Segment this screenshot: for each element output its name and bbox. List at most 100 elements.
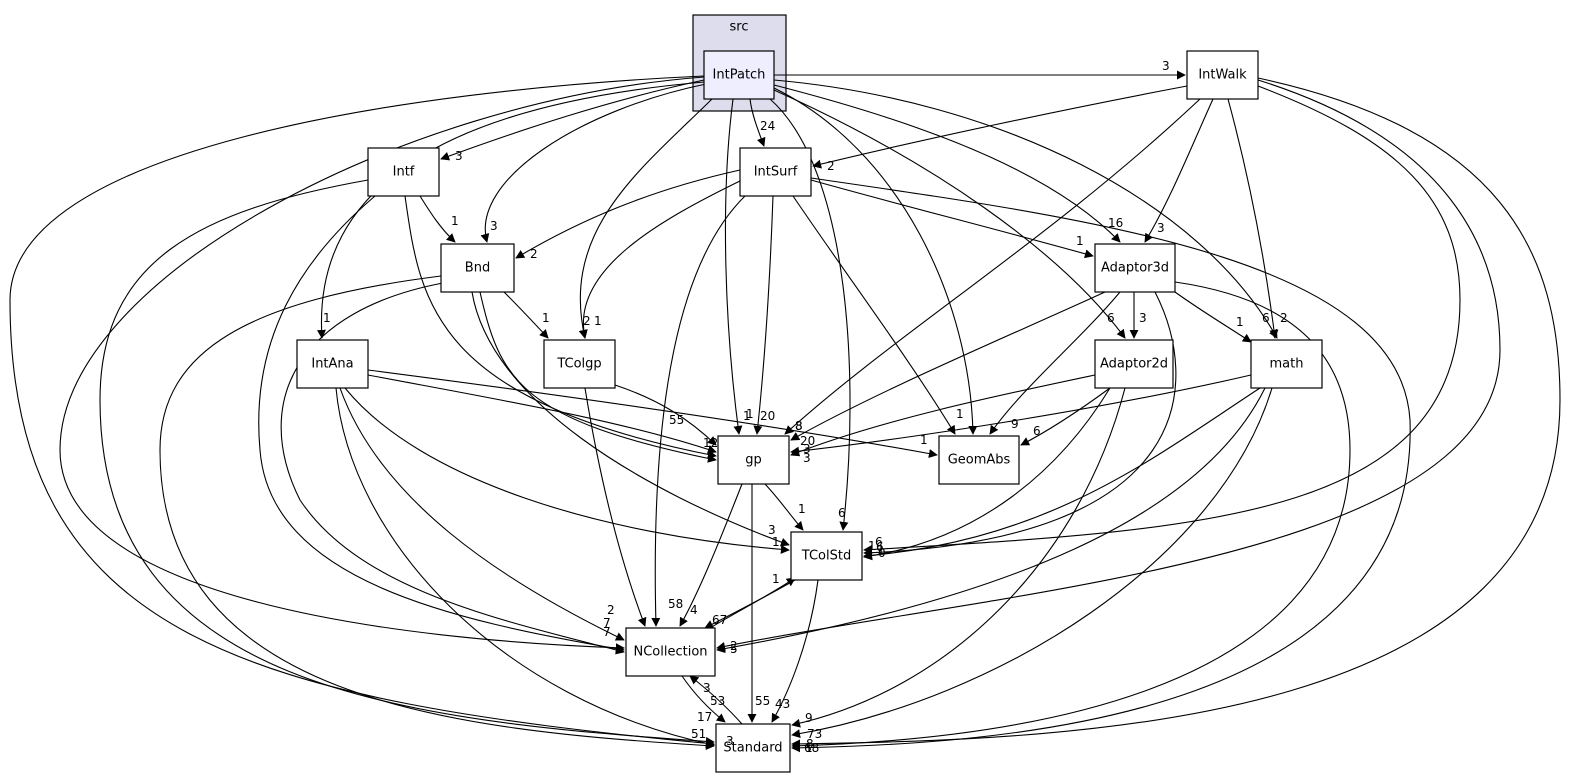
node-label[interactable]: Adaptor3d: [1101, 261, 1169, 276]
cluster-label: src: [730, 20, 749, 35]
node-box[interactable]: [543, 339, 616, 389]
node-intwalk[interactable]: IntWalk: [1186, 50, 1259, 100]
node-tcolgp[interactable]: TColgp: [543, 339, 616, 389]
node-adaptor2d[interactable]: Adaptor2d: [1094, 339, 1174, 389]
edge-weight-label[interactable]: 3: [1157, 221, 1165, 235]
edge-weight-label[interactable]: 3: [1162, 59, 1170, 73]
node-box[interactable]: [1250, 339, 1323, 389]
node-label[interactable]: math: [1270, 357, 1304, 372]
node-label[interactable]: IntWalk: [1198, 68, 1247, 83]
node-geomabs[interactable]: GeomAbs: [938, 435, 1020, 485]
node-tcolstd[interactable]: TColStd: [790, 531, 863, 581]
edge-weight-label[interactable]: 58: [668, 597, 683, 611]
node-box[interactable]: [440, 243, 515, 293]
edge-weight-label: 8: [806, 737, 814, 751]
node-label[interactable]: gp: [745, 453, 762, 468]
edge-intana-to-gp: [367, 374, 717, 454]
node-bnd[interactable]: Bnd: [440, 243, 515, 293]
edge-weight-label: 17: [697, 710, 712, 724]
edge-weight-label[interactable]: 1: [451, 214, 459, 228]
node-label[interactable]: Intf: [393, 165, 415, 180]
node-label[interactable]: IntPatch: [713, 68, 766, 83]
edge-path: [791, 281, 1351, 751]
edge-weight-label[interactable]: 1: [956, 407, 964, 421]
node-ncollection[interactable]: NCollection: [625, 627, 716, 677]
edge-weight-label[interactable]: 9: [1011, 417, 1019, 431]
node-label[interactable]: GeomAbs: [948, 453, 1011, 468]
node-box[interactable]: [715, 723, 791, 773]
node-box[interactable]: [790, 531, 863, 581]
node-intpatch[interactable]: IntPatch: [703, 50, 775, 100]
node-gp[interactable]: gp: [717, 435, 790, 485]
node-math[interactable]: math: [1250, 339, 1323, 389]
node-box[interactable]: [739, 147, 812, 197]
edge-path: [791, 387, 1273, 739]
edge-weight-label[interactable]: 1: [772, 572, 780, 586]
edge-path: [316, 81, 705, 339]
edge-weight-label[interactable]: 3: [703, 681, 711, 695]
edge-tcolgp-to-gp: 55: [614, 384, 717, 446]
node-intf[interactable]: Intf: [367, 147, 440, 197]
edge-weight-label[interactable]: 4: [690, 603, 698, 617]
edge-weight-label[interactable]: 6: [1262, 311, 1270, 325]
edge-weight-label[interactable]: 2: [607, 603, 615, 617]
node-adaptor3d[interactable]: Adaptor3d: [1094, 243, 1176, 293]
edge-weight-label[interactable]: 24: [760, 119, 775, 133]
edge-weight-label[interactable]: 16: [1108, 216, 1123, 230]
edge-weight-label[interactable]: 1: [594, 314, 602, 328]
node-standard[interactable]: Standard: [715, 723, 791, 773]
edge-weight-label[interactable]: 55: [669, 413, 684, 427]
edge-weight-label[interactable]: 3: [455, 149, 463, 163]
edge-weight-label[interactable]: 1: [323, 311, 331, 325]
edge-weight-label[interactable]: 1: [542, 311, 550, 325]
edge-weight-label[interactable]: 1: [1236, 315, 1244, 329]
edge-weight-label[interactable]: 2: [583, 314, 591, 328]
node-label[interactable]: Adaptor2d: [1100, 357, 1168, 372]
edge-weight-label[interactable]: 2: [530, 247, 538, 261]
edge-path: [479, 291, 717, 463]
edge-weight-label[interactable]: 20: [800, 434, 815, 448]
node-label[interactable]: Standard: [723, 741, 782, 756]
node-box[interactable]: [703, 50, 775, 100]
node-label[interactable]: IntSurf: [754, 165, 798, 180]
edge-weight-label[interactable]: 6: [838, 506, 846, 520]
edge-weight-label[interactable]: 6: [1107, 311, 1115, 325]
edge-intpatch-to-standard: [9, 75, 715, 748]
edge-weight-label[interactable]: 53: [710, 694, 725, 708]
node-label[interactable]: TColgp: [556, 357, 601, 372]
edge-weight-label[interactable]: 3: [768, 523, 776, 537]
node-box[interactable]: [1186, 50, 1259, 100]
edge-weight-label[interactable]: 67: [712, 613, 727, 627]
edge-weight-label[interactable]: 55: [755, 694, 770, 708]
edge-weight-label[interactable]: 8: [795, 419, 803, 433]
node-label[interactable]: NCollection: [633, 645, 707, 660]
edge-weight-label[interactable]: 3: [490, 219, 498, 233]
edge-weight-label[interactable]: 9: [805, 711, 813, 725]
node-box[interactable]: [296, 339, 369, 389]
edge-intpatch-to-math: 6: [773, 79, 1278, 339]
edge-weight-label[interactable]: 1: [798, 502, 806, 516]
edge-weight-label[interactable]: 2: [827, 159, 835, 173]
edge-path: [584, 387, 647, 627]
edge-path: [651, 195, 746, 627]
node-intsurf[interactable]: IntSurf: [739, 147, 812, 197]
edge-weight-label: 3: [726, 734, 734, 748]
edge-weight-label[interactable]: 1: [743, 409, 751, 423]
edge-weight-label[interactable]: 20: [760, 409, 775, 423]
node-box[interactable]: [367, 147, 440, 197]
node-box[interactable]: [625, 627, 716, 677]
node-intana[interactable]: IntAna: [296, 339, 369, 389]
node-label[interactable]: Bnd: [465, 261, 490, 276]
node-box[interactable]: [1094, 339, 1174, 389]
node-box[interactable]: [717, 435, 790, 485]
node-label[interactable]: TColStd: [801, 549, 851, 564]
node-label[interactable]: IntAna: [311, 357, 353, 372]
node-box[interactable]: [938, 435, 1020, 485]
edge-weight-label[interactable]: 43: [775, 697, 790, 711]
edge-weight-label[interactable]: 73: [807, 727, 822, 741]
edge-weight-label[interactable]: 6: [1033, 424, 1041, 438]
edge-weight-label[interactable]: 3: [1139, 311, 1147, 325]
edge-weight-label[interactable]: 1: [1076, 234, 1084, 248]
node-box[interactable]: [1094, 243, 1176, 293]
edge-weight-label: 8: [795, 419, 803, 433]
